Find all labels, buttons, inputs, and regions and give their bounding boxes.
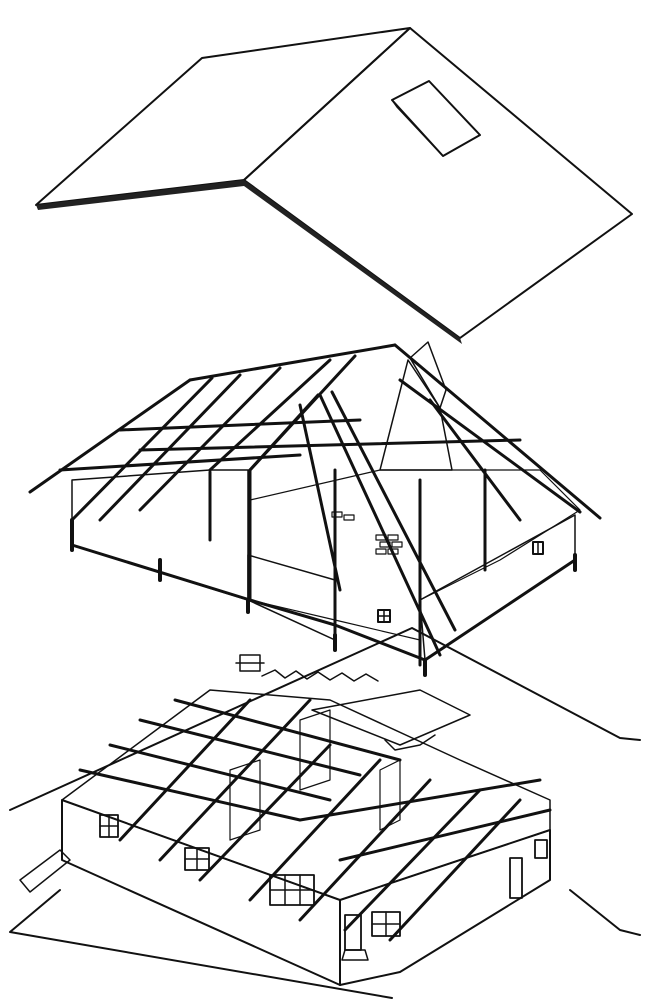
roof-layer <box>35 27 633 344</box>
chimney-top <box>409 341 447 409</box>
roof-front-edge <box>244 180 462 344</box>
front-step <box>341 949 369 961</box>
entry-steps <box>19 849 71 893</box>
roof-frame-layer <box>28 341 602 677</box>
annotation-scribble <box>261 669 379 682</box>
ground-sheet-outline <box>9 627 641 811</box>
window-left <box>99 814 119 838</box>
wall-tops <box>61 689 551 901</box>
right-wall-cladding <box>419 514 576 661</box>
front-left-wall <box>61 799 341 986</box>
stair-sketch <box>311 689 471 746</box>
interior-partition-3 <box>379 759 401 831</box>
roof-skylight-opening <box>391 80 481 157</box>
window-center-1 <box>184 847 210 871</box>
roof-left-edge <box>36 180 244 210</box>
brick-patch <box>331 511 403 555</box>
front-wall-cladding <box>247 554 336 641</box>
roof-left-plane <box>35 27 411 206</box>
ground-floor-layer <box>9 627 641 999</box>
roof-right-plane <box>243 27 633 339</box>
door-side <box>509 857 523 899</box>
interior-partition-2 <box>229 759 261 841</box>
window-center-2 <box>269 874 315 906</box>
window-side <box>534 839 548 859</box>
back-wall-cladding <box>249 469 581 641</box>
window-right <box>371 911 401 937</box>
